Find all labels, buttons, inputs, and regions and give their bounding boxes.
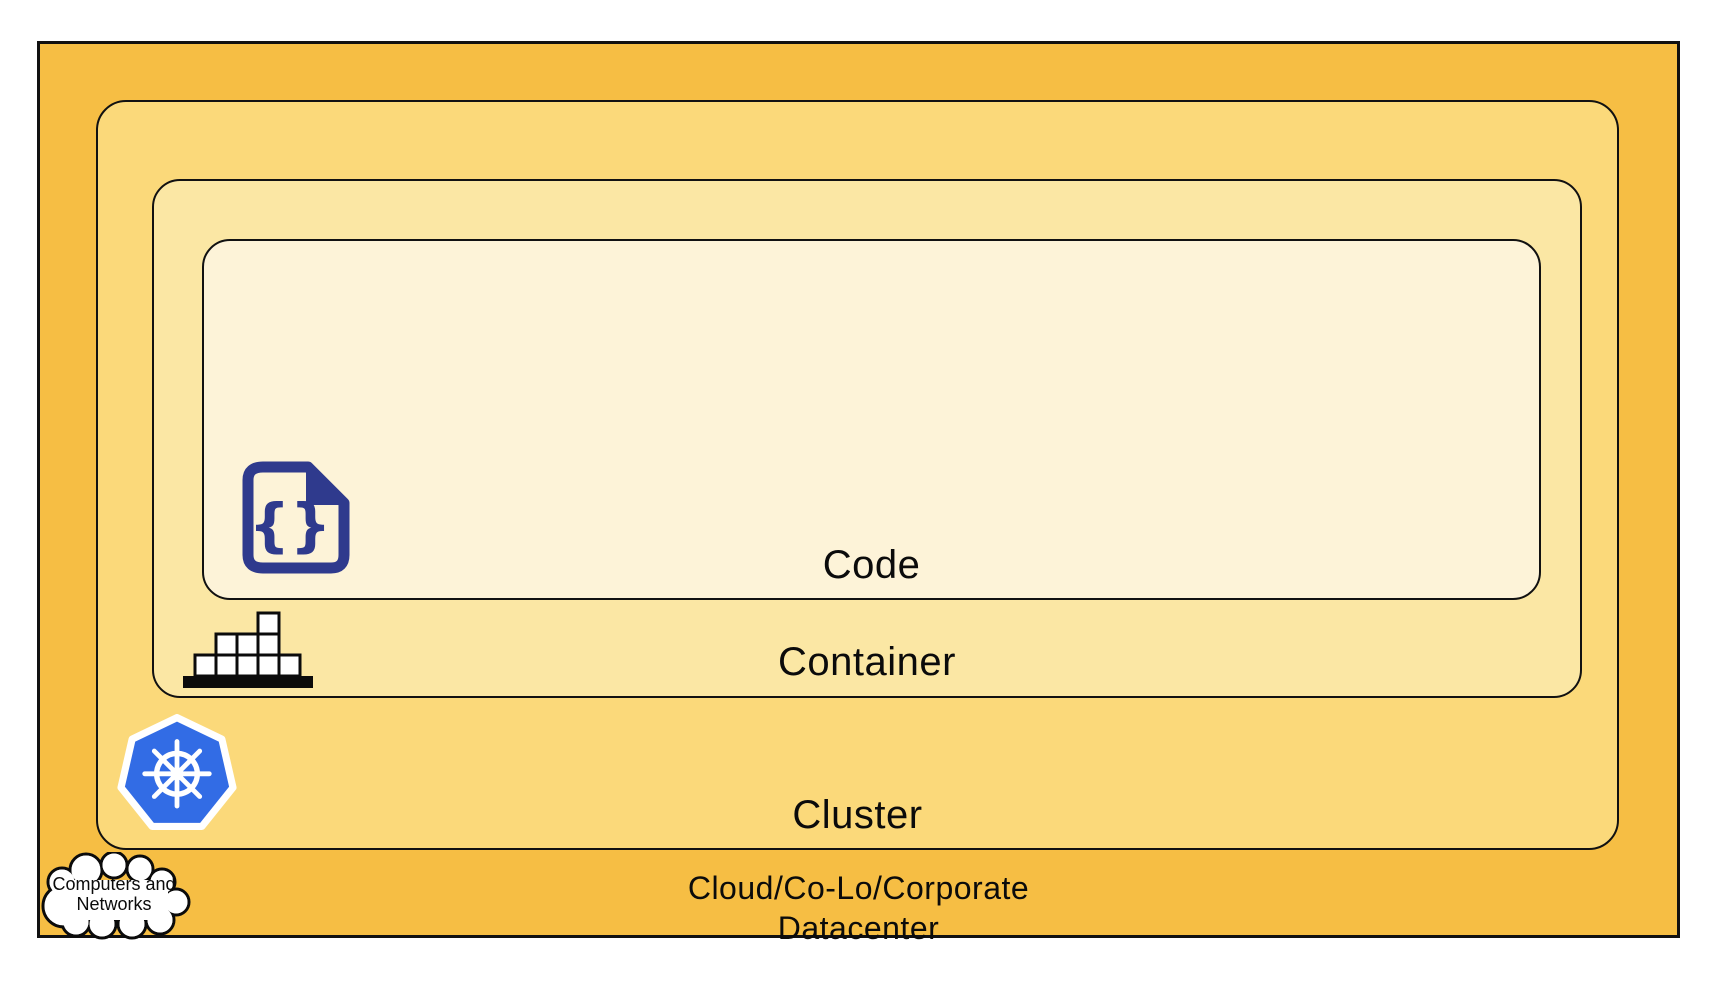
kubernetes-helm-hub: [170, 767, 184, 781]
kubernetes-helm-icon: [117, 714, 237, 831]
kubernetes-helm-rim: [153, 750, 201, 797]
code-file-outline: [242, 461, 350, 574]
datacenter-layer-label: Cloud/Co-Lo/Corporate Datacenter: [37, 868, 1680, 948]
container-blocks-group: [193, 611, 302, 678]
datacenter-label-line1: Cloud/Co-Lo/Corporate: [687, 870, 1030, 906]
code-file-fold: [306, 462, 349, 505]
cloud-label-line2: Networks: [76, 894, 151, 914]
container-layer-label: Container: [778, 640, 956, 684]
code-braces-glyph: {}: [249, 491, 332, 559]
cloud-icon: Computers and Networks: [41, 852, 191, 940]
cloud-label-line1: Computers and: [52, 874, 175, 894]
code-file-icon: {}: [242, 461, 350, 574]
datacenter-label-line2: Datacenter: [777, 910, 940, 946]
cloud-fill-mass: [44, 853, 188, 937]
container-blocks-icon: [183, 611, 313, 688]
cluster-layer-label: Cluster: [792, 793, 923, 837]
code-layer-box: [202, 239, 1541, 600]
code-layer-label: Code: [822, 543, 921, 587]
container-base-bar: [183, 676, 313, 688]
